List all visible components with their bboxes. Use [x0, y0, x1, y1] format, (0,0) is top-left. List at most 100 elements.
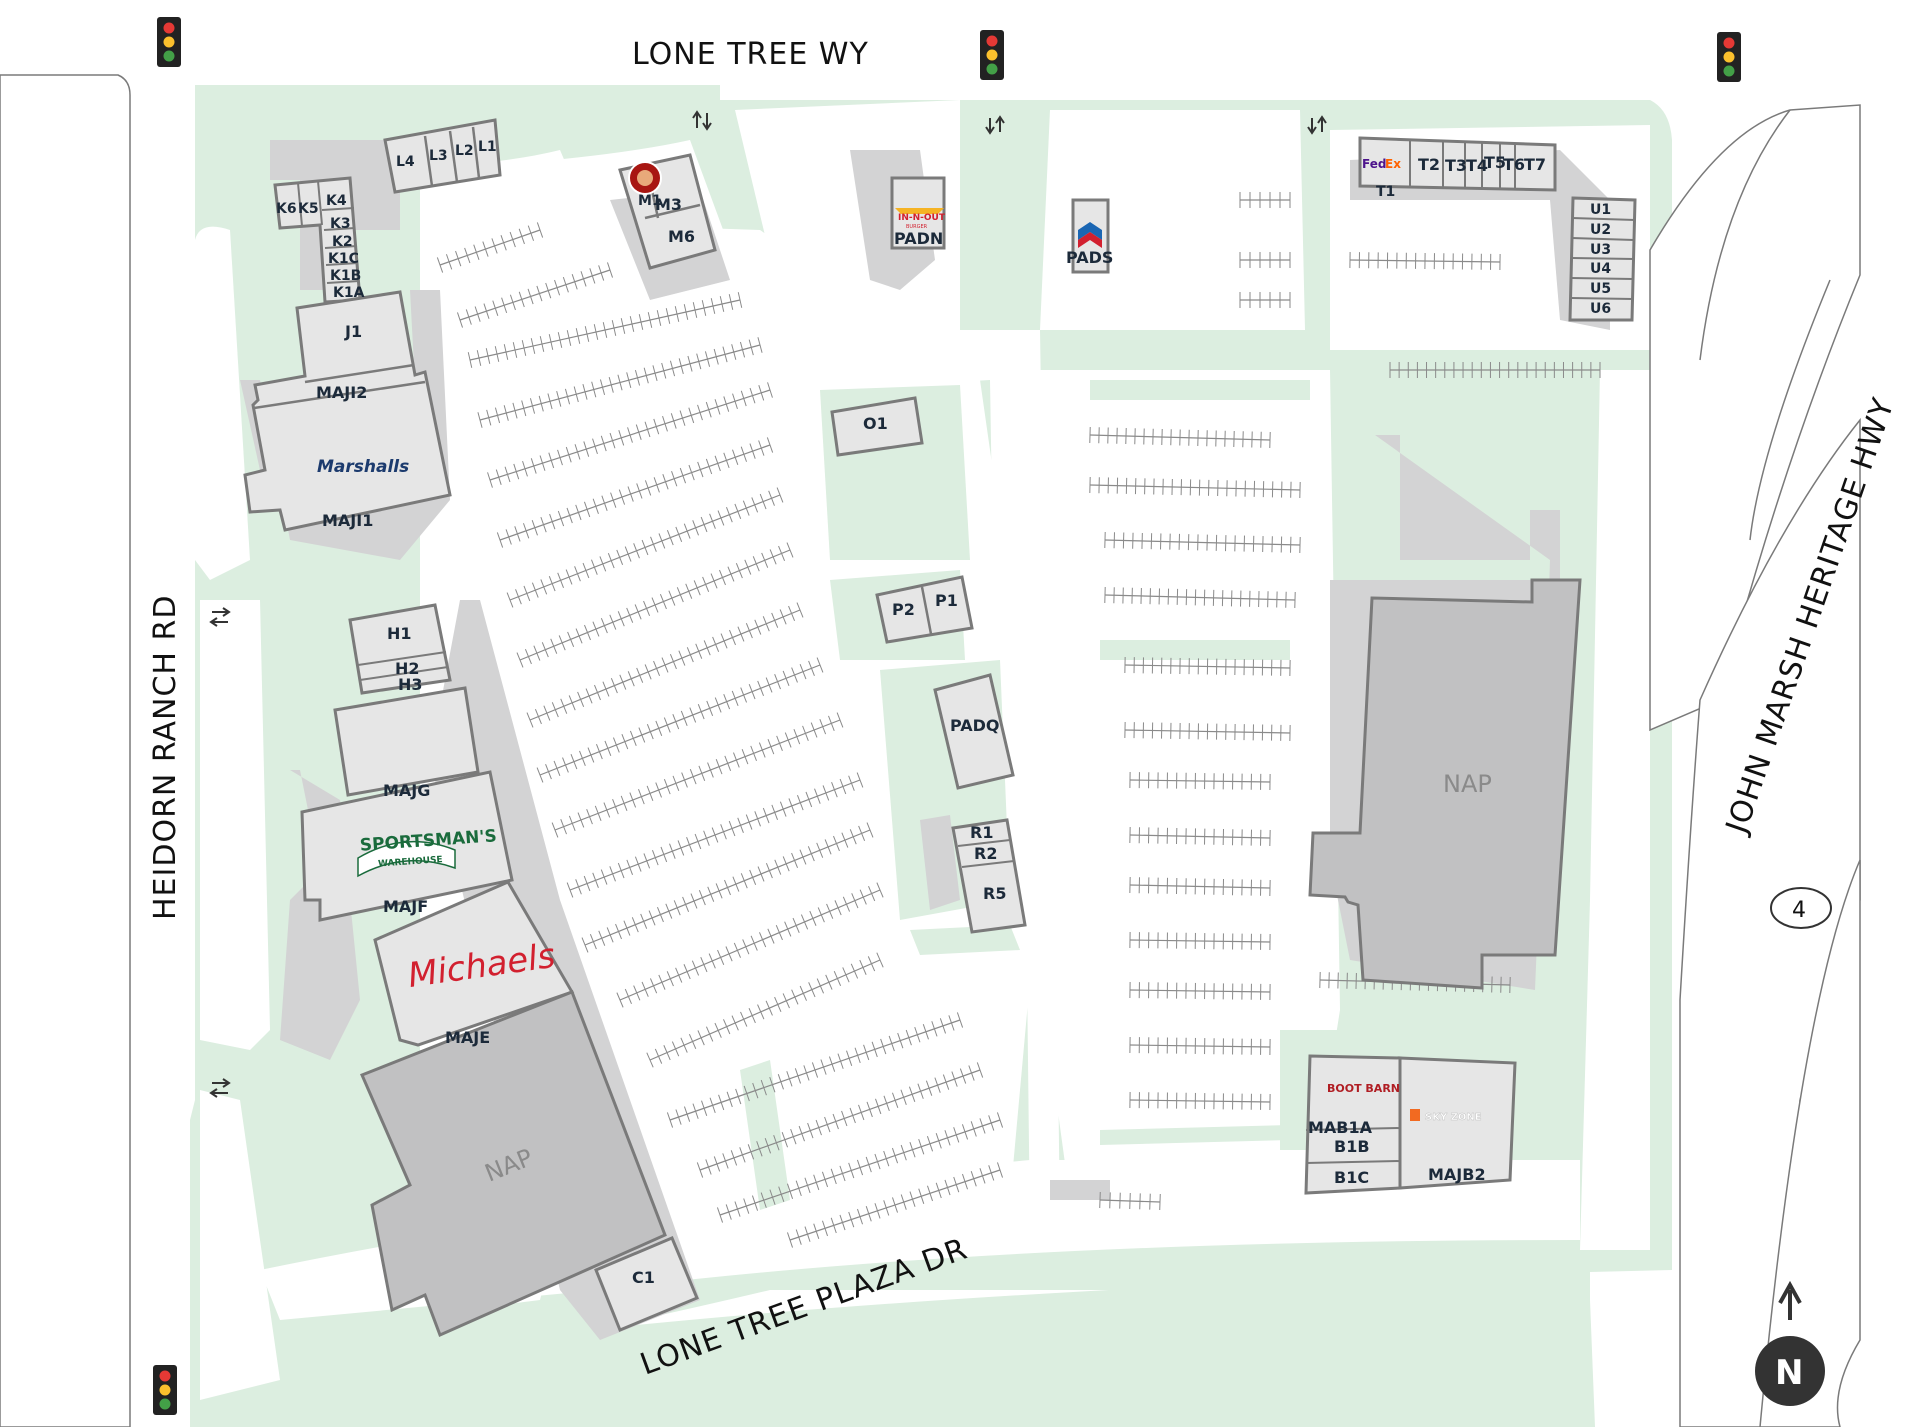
- parking-stall: [656, 906, 664, 923]
- parking-stall: [735, 1088, 742, 1105]
- parking-stall: [848, 775, 855, 791]
- parking-stall: [598, 930, 606, 946]
- parking-stall: [653, 660, 661, 677]
- parking-stall: [809, 910, 817, 926]
- parking-stall: [530, 338, 536, 354]
- parking-stall: [533, 645, 541, 661]
- parking-stall: [891, 1197, 899, 1213]
- parking-stall: [668, 590, 676, 606]
- parking-stall: [724, 755, 732, 771]
- parking-stall: [633, 985, 641, 1001]
- unit-T2: T2: [1418, 155, 1440, 174]
- parking-stall: [599, 379, 606, 396]
- parking-stall: [672, 775, 680, 791]
- parking-stall: [697, 704, 705, 720]
- parking-stall: [842, 896, 851, 912]
- parking-stall: [676, 587, 684, 603]
- unit-K1C: K1C: [328, 251, 359, 267]
- parking-stall: [566, 507, 573, 524]
- parking-stall: [580, 271, 587, 287]
- parking-stall: [522, 460, 528, 477]
- parking-stall: [560, 819, 567, 835]
- parking-stall: [646, 1052, 654, 1068]
- parking-stall: [553, 760, 561, 776]
- parking-stall: [465, 309, 472, 325]
- parking-stall: [767, 928, 775, 944]
- parking-stall: [701, 1100, 708, 1116]
- parking-stall: [654, 1048, 663, 1064]
- unit-T3: T3: [1445, 156, 1467, 175]
- parking-stall: [760, 1192, 767, 1208]
- unit-PADN: PADN: [894, 229, 943, 248]
- parking-stall: [775, 925, 783, 941]
- parking-stall: [769, 1076, 776, 1093]
- parking-stall: [672, 714, 680, 730]
- parking-stall: [813, 1174, 820, 1191]
- unit-T6: T6: [1503, 155, 1525, 174]
- parking-stall: [1149, 1193, 1151, 1210]
- parking-stall: [666, 530, 674, 546]
- parking-stall: [891, 1147, 899, 1164]
- unit-M6: M6: [668, 227, 695, 246]
- parking-stall: [900, 1144, 907, 1161]
- parking-stall: [562, 757, 569, 773]
- parking-stall: [538, 395, 544, 412]
- parking-stall: [707, 762, 714, 778]
- parking-stall: [771, 612, 779, 628]
- parking-stall: [848, 1211, 855, 1228]
- parking-stall: [698, 765, 706, 781]
- parking-stall: [814, 788, 821, 804]
- parking-stall: [713, 1156, 721, 1172]
- parking-stall: [849, 829, 857, 845]
- parking-stall: [865, 1156, 872, 1173]
- parking-stall: [716, 1207, 724, 1223]
- parking-stall: [708, 953, 716, 969]
- unit-M3: M3: [655, 195, 682, 214]
- parking-stall: [732, 876, 740, 892]
- unit-L2: L2: [455, 143, 474, 159]
- parking-stall: [757, 866, 765, 882]
- parking-stall: [600, 618, 608, 634]
- parking-stall: [504, 466, 511, 483]
- parking-stall: [745, 814, 753, 830]
- parking-stall: [874, 1203, 881, 1219]
- parking-stall: [700, 956, 708, 973]
- parking-stall: [696, 353, 702, 370]
- parking-stall: [509, 294, 516, 311]
- parking-stall: [865, 1206, 872, 1222]
- parking-stall: [608, 376, 614, 393]
- parking-stall: [766, 437, 774, 453]
- unit-MAJE: MAJE: [445, 1028, 490, 1047]
- unit-T1: T1: [1376, 184, 1395, 200]
- parking-stall: [712, 636, 720, 652]
- parking-stall: [679, 410, 686, 426]
- parking-stall: [803, 1065, 810, 1081]
- unit-B1B: B1B: [1334, 1137, 1370, 1156]
- parking-stall: [627, 671, 635, 687]
- parking-stall: [729, 629, 736, 646]
- parking-stall: [592, 621, 600, 637]
- parking-stall: [666, 1112, 674, 1128]
- parking-stall: [583, 441, 590, 457]
- parking-stall: [565, 446, 572, 463]
- parking-stall: [600, 869, 608, 885]
- parking-stall: [593, 324, 599, 340]
- parking-stall: [575, 504, 582, 521]
- parking-stall: [598, 265, 605, 281]
- parking-stall: [817, 907, 825, 923]
- parking-stall: [649, 978, 658, 994]
- parking-stall: [731, 1015, 739, 1031]
- parking-stall: [694, 833, 702, 850]
- parking-stall: [541, 642, 549, 658]
- parking-stall: [673, 900, 681, 916]
- parking-stall: [871, 1041, 878, 1058]
- parking-stall: [791, 852, 799, 869]
- parking-stall: [743, 1085, 750, 1102]
- parking-stall: [774, 674, 781, 690]
- parking-stall: [487, 472, 493, 488]
- unit-MAJB2: MAJB2: [1428, 1165, 1486, 1184]
- parking-stall: [683, 964, 691, 980]
- parking-stall: [723, 1019, 731, 1035]
- two-way-arrow-icon: [985, 115, 1005, 135]
- parking-stall: [774, 996, 782, 1012]
